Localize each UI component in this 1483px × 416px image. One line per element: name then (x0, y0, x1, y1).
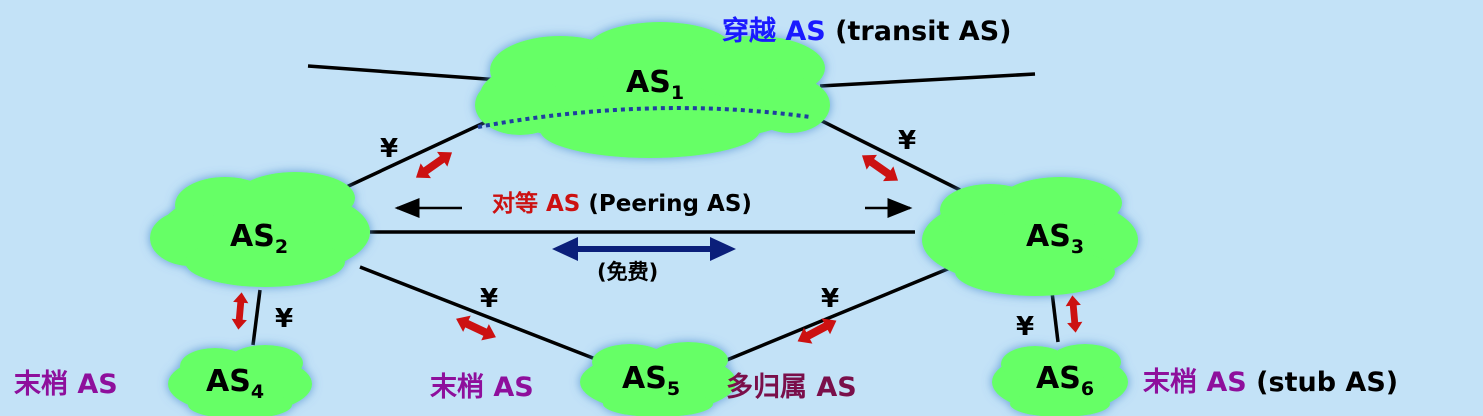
peering-as-label: 对等 AS (Peering AS) (492, 191, 752, 217)
node-label-as4: AS4 (206, 364, 265, 403)
link-as1-external-right (819, 72, 1036, 88)
link-as1-as3 (819, 118, 961, 192)
stub-as-label-mid: 末梢 AS (430, 372, 534, 403)
stub-as-label-right: 末梢 AS (stub AS) (1143, 367, 1399, 398)
link-as1-external-left (307, 64, 501, 82)
links (251, 64, 1060, 364)
payment-arrow-icon (856, 148, 904, 188)
link-as3-as6 (1050, 291, 1060, 343)
link-as3-as5 (721, 266, 951, 364)
transit-path-dotted (477, 106, 811, 129)
link-as2-as4 (251, 289, 262, 346)
multihomed-as-label: 多归属 AS (726, 372, 857, 403)
payment-arrow-icon (410, 145, 458, 185)
link-as2-as5 (359, 265, 599, 362)
link-as1-as2 (339, 118, 491, 192)
node-label-as2: AS2 (230, 219, 289, 258)
free-bidirectional-arrow-icon (552, 237, 736, 261)
yen-icon: ¥ (821, 284, 840, 314)
stub-as-label-left: 末梢 AS (14, 369, 118, 400)
yen-icon: ¥ (380, 134, 399, 164)
node-label-as6: AS6 (1036, 361, 1095, 400)
yen-icon: ¥ (1016, 312, 1035, 342)
cloud-as2 (150, 172, 370, 287)
node-label-as1: AS1 (626, 65, 685, 104)
transit-as-label: 穿越 AS (transit AS) (722, 16, 1012, 47)
payment-arrow-icon (1064, 294, 1084, 334)
node-label-as5: AS5 (622, 361, 681, 400)
payment-arrow-icon (452, 310, 500, 346)
yen-icon: ¥ (480, 284, 499, 314)
yen-icon: ¥ (275, 304, 294, 334)
cloud-as4 (168, 345, 312, 416)
node-label-as3: AS3 (1026, 219, 1085, 258)
cloud-as5 (580, 342, 736, 416)
free-label: (免费) (597, 260, 659, 284)
cloud-as3 (922, 177, 1138, 296)
cloud-as6 (992, 344, 1128, 416)
payment-arrow-icon (230, 291, 250, 331)
cloud-as1 (475, 22, 830, 158)
yen-icon: ¥ (898, 126, 917, 156)
